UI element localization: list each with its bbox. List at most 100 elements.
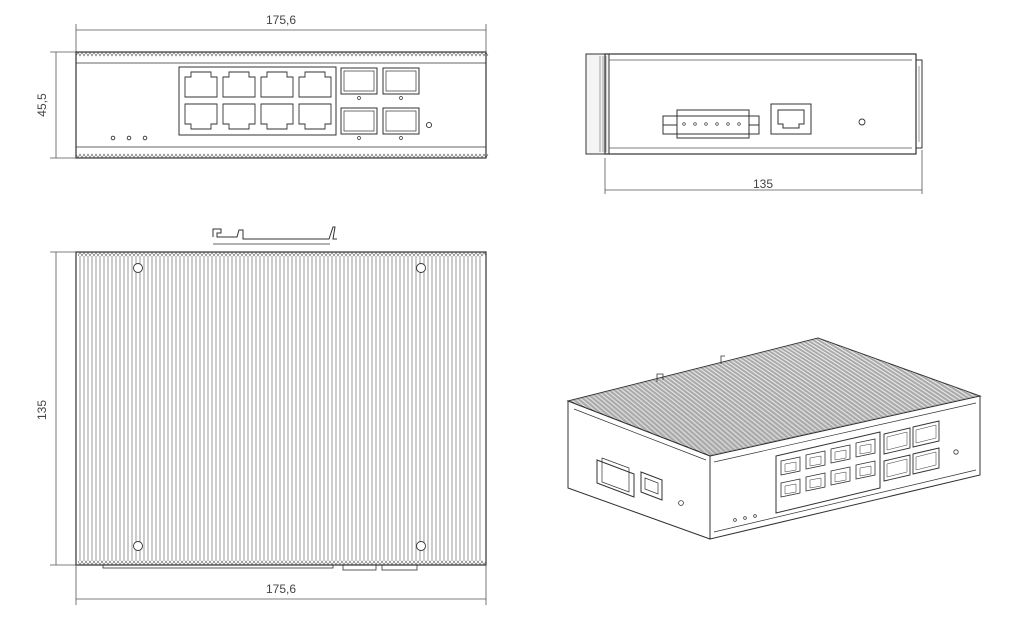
top-depth-label: 135 (35, 400, 49, 420)
iso-rj45-port (780, 478, 801, 498)
fin (576, 341, 828, 405)
fin (642, 368, 904, 431)
iso-terminal-block (596, 459, 635, 498)
fin (695, 389, 964, 451)
iso-sfp-port (883, 427, 911, 455)
sfp-led (399, 96, 403, 100)
side-depth-label: 135 (753, 177, 773, 191)
top-depth-dimension (50, 251, 76, 566)
fin (616, 357, 874, 421)
iso-rj45-port (855, 438, 876, 458)
fin (677, 382, 944, 444)
rj45-ports (184, 71, 332, 130)
iso-rj45-jack (809, 455, 822, 467)
sfp-port (340, 107, 378, 135)
din-rail-clip (212, 226, 337, 240)
iso-rj45-port (805, 450, 826, 470)
fin (671, 380, 937, 442)
sfp-cage (343, 70, 375, 92)
led (110, 135, 116, 141)
fin (703, 393, 974, 454)
fin (628, 362, 888, 425)
fin (571, 339, 823, 403)
fin-edge (75, 153, 489, 159)
fin (707, 394, 978, 456)
led (126, 135, 132, 141)
heatsink-fins (77, 251, 487, 566)
fin (624, 360, 883, 424)
fin (600, 351, 856, 414)
side-view: 135 (585, 53, 923, 194)
side-depth-dimension (604, 150, 923, 194)
front-width-label: 175,6 (266, 13, 296, 27)
iso-sfp-port (912, 447, 940, 475)
sfp-cage (385, 110, 417, 132)
fin (630, 363, 890, 426)
fin (693, 389, 962, 450)
iso-rj45-jack (809, 477, 822, 489)
terminal-pin (704, 122, 708, 126)
fin (649, 370, 911, 433)
iso-rj45-port (830, 466, 851, 486)
fin (618, 358, 876, 421)
fin (687, 386, 955, 448)
ground-screw (858, 118, 866, 126)
fin (661, 375, 925, 438)
sfp-port (382, 67, 420, 95)
fin (651, 371, 913, 434)
fin (705, 394, 976, 455)
iso-rj45-port (780, 456, 801, 476)
sfp-cage (385, 70, 417, 92)
fin (610, 355, 867, 418)
rj45-port (184, 103, 218, 130)
terminal-pin (682, 122, 686, 126)
front-height-label: 45,5 (35, 93, 49, 117)
fin (699, 391, 969, 453)
fin (667, 378, 932, 440)
iso-rj45-jack (859, 443, 872, 455)
fin (647, 370, 909, 432)
rj45-port (298, 71, 332, 98)
iso-rj45-port (805, 472, 826, 492)
mounting-screws (133, 263, 426, 551)
fin (673, 380, 939, 443)
front-top-fins (75, 51, 489, 57)
fin (574, 340, 826, 404)
ground-screw (425, 121, 433, 129)
fin-edge (75, 51, 489, 57)
sfp-ports (340, 67, 420, 140)
sfp-led (357, 96, 361, 100)
iso-rj45-jack (834, 449, 847, 461)
iso-sfp-port (883, 454, 911, 482)
fin (604, 352, 860, 416)
top-housing (75, 251, 487, 566)
iso-rj45-port (830, 444, 851, 464)
fin (584, 344, 837, 408)
fin (578, 341, 830, 406)
fin (588, 346, 842, 410)
front-view: 175,6 45,5 (35, 13, 489, 159)
fin (598, 350, 853, 414)
terminal-pins (682, 122, 741, 126)
iso-front-face (709, 395, 981, 540)
fin (675, 381, 941, 443)
iso-sfp-cage (915, 424, 937, 444)
rj45-port (184, 71, 218, 98)
fin (645, 369, 907, 432)
fin (620, 359, 879, 422)
iso-rj45-jack (834, 471, 847, 483)
fin (590, 346, 844, 410)
fin (612, 355, 869, 419)
fin (622, 360, 881, 423)
fin (683, 384, 950, 447)
top-width-dimension (75, 565, 487, 605)
fin (657, 374, 920, 436)
sfp-led (357, 136, 361, 140)
iso-leds (733, 514, 757, 522)
fin (634, 365, 895, 428)
iso-rj45-port (855, 460, 876, 480)
rj45-port (222, 71, 256, 98)
fin (594, 348, 849, 412)
iso-rj45-jack (784, 483, 797, 495)
front-housing (75, 51, 487, 159)
